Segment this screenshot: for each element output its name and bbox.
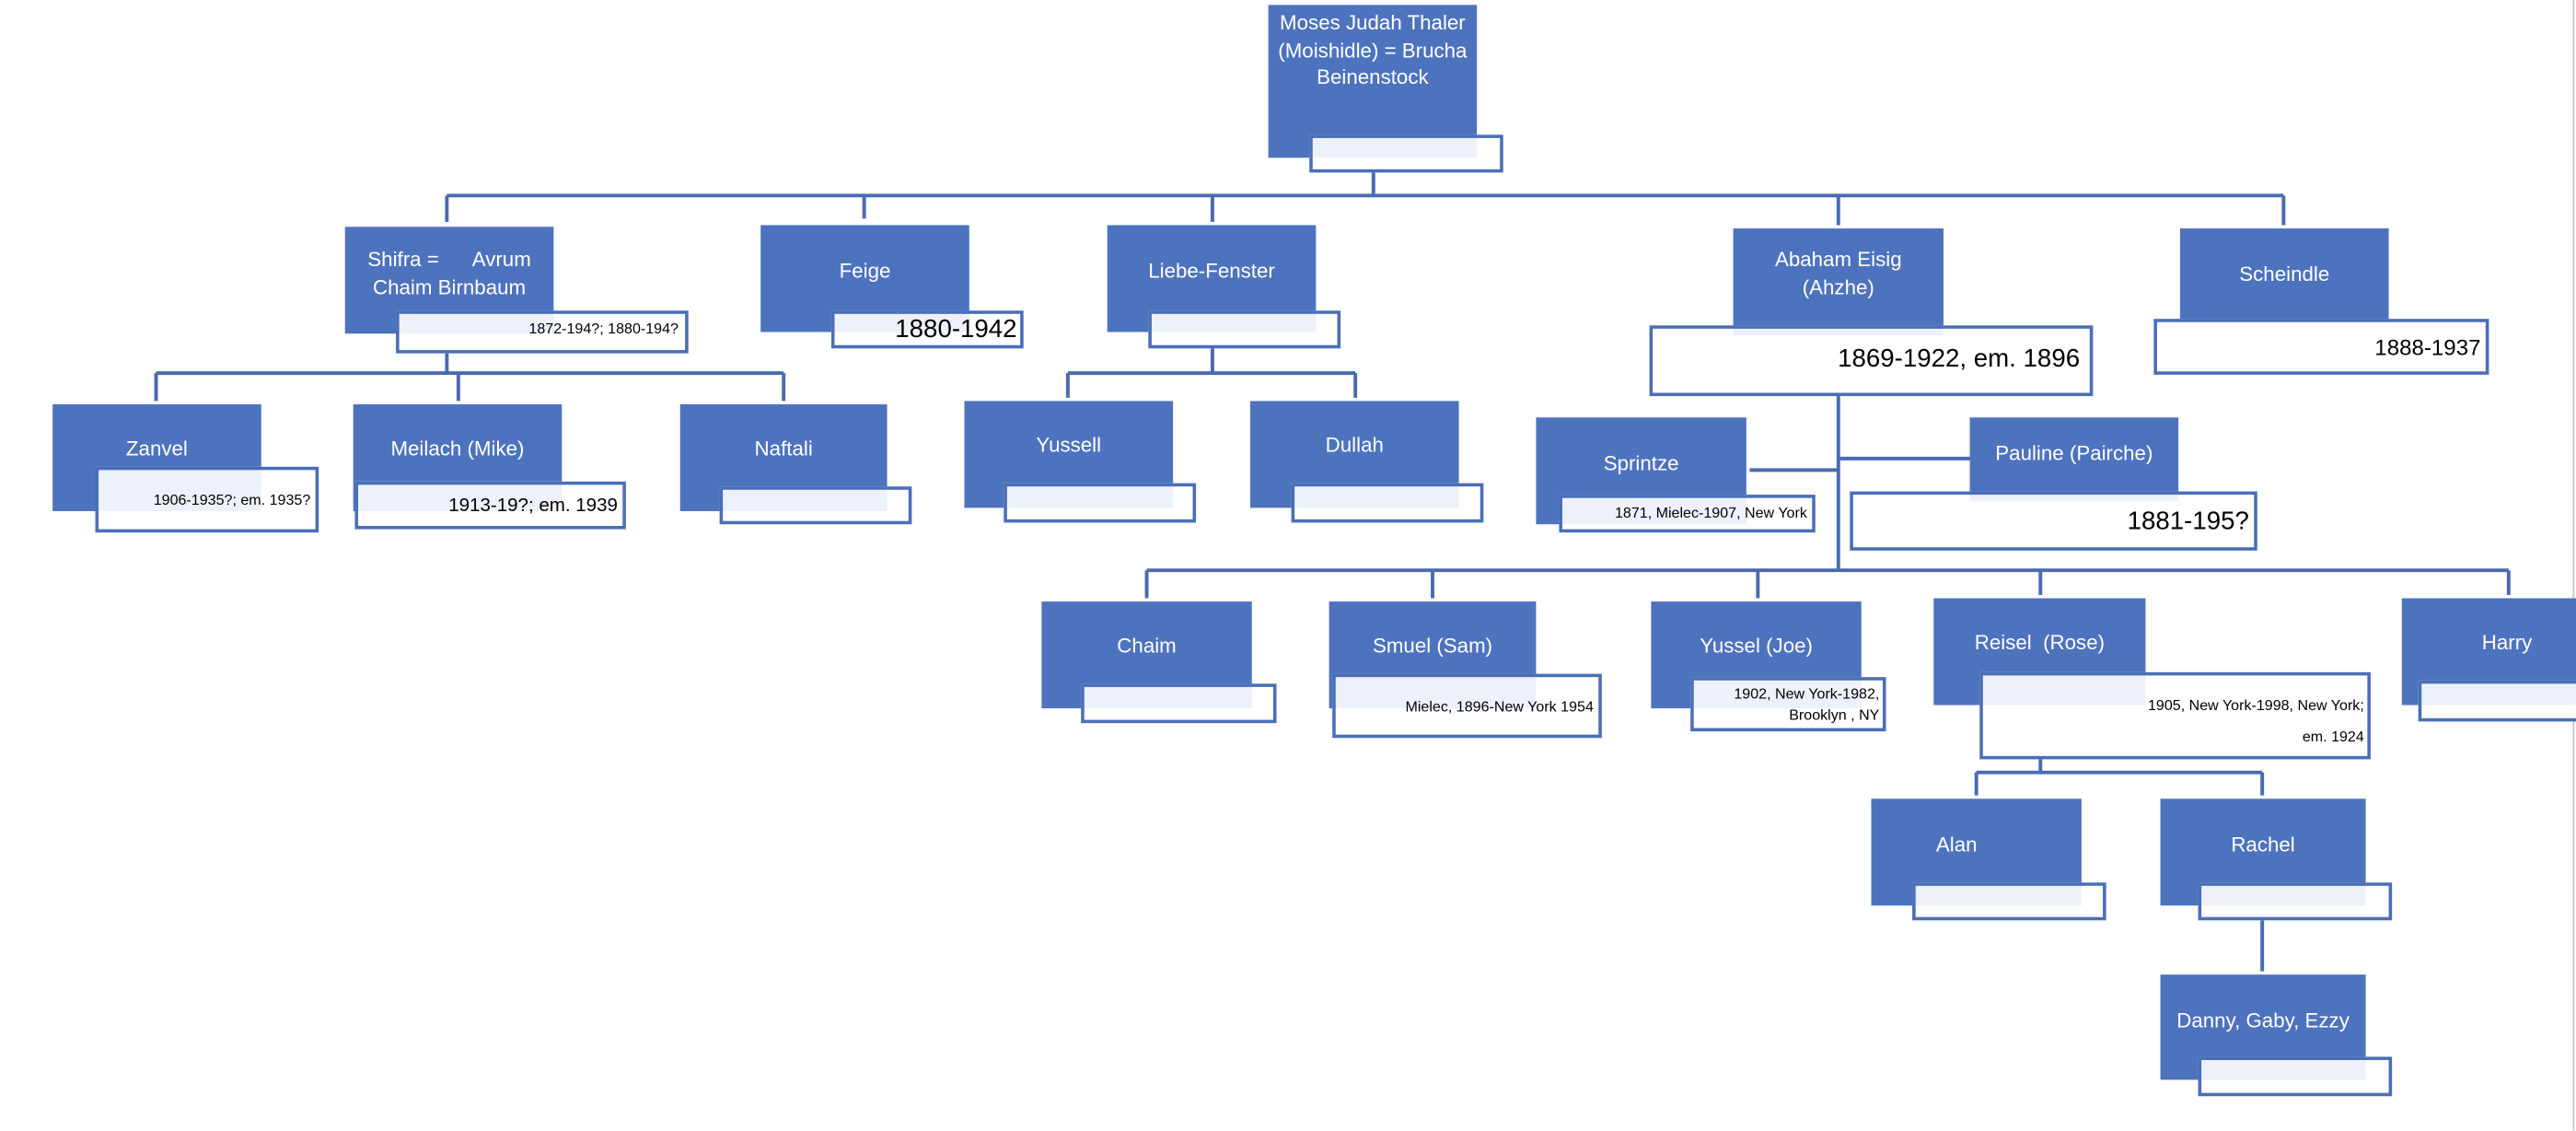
dates-box	[1081, 683, 1277, 724]
person-name: Abaham Eisig (Ahzhe)	[1774, 248, 1902, 298]
dates-box	[1309, 134, 1503, 173]
person-name: Naftali	[754, 437, 813, 461]
dates-box: Mielec, 1896-New York 1954	[1332, 673, 1602, 739]
person-dates: Mielec, 1896-New York 1954	[1405, 698, 1594, 716]
person-name: Sprintze	[1603, 451, 1679, 475]
person-name: Liebe-Fenster	[1148, 259, 1275, 283]
person-dates: 1872-194?; 1880-194?	[528, 320, 679, 337]
dates-box	[2198, 1056, 2393, 1097]
connector-reisel	[1974, 759, 2265, 796]
person-name: Smuel (Sam)	[1372, 634, 1493, 658]
person-name: Alan	[1935, 833, 1978, 857]
person-name: Reisel (Rose)	[1974, 631, 2106, 655]
dates-box	[2418, 680, 2576, 722]
dates-box: 1888-1937	[2153, 319, 2489, 375]
dates-box: 1906-1935?; em. 1935?	[95, 466, 319, 533]
person-dates: 1869-1922, em. 1896	[1838, 344, 2081, 374]
dates-box	[1912, 882, 2106, 921]
name-box: Abaham Eisig (Ahzhe)	[1733, 228, 1944, 336]
dates-box	[1148, 310, 1341, 349]
dates-box	[1004, 483, 1197, 523]
person-name: Meilach (Mike)	[390, 437, 525, 461]
person-dates: 1881-195?	[2127, 507, 2249, 536]
dates-box	[2198, 882, 2393, 921]
dates-box: 1913-19?; em. 1939	[354, 481, 626, 530]
dates-box: 1881-195?	[1850, 491, 2257, 551]
person-name: Scheindle	[2239, 262, 2330, 286]
person-dates: 1871, Mielec-1907, New York	[1614, 504, 1807, 521]
dates-box	[719, 486, 912, 525]
dates-box: 1871, Mielec-1907, New York	[1559, 495, 1816, 533]
connector-liebe	[1065, 348, 1358, 398]
person-name: Yussell	[1036, 434, 1102, 458]
person-name: Feige	[839, 259, 891, 283]
connector-shifra	[154, 353, 786, 402]
person-dates: 1906-1935?; em. 1935?	[153, 491, 311, 508]
person-name: Chaim	[1117, 634, 1177, 658]
person-name: Dullah	[1325, 434, 1384, 458]
window-edge	[2572, 0, 2575, 1131]
person-dates: 1902, New York-1982, Brooklyn , NY	[1734, 685, 1880, 724]
dates-box: 1880-1942	[830, 310, 1024, 349]
name-box: Pauline (Pairche)	[1969, 417, 2179, 502]
person-name: Zanvel	[125, 437, 188, 461]
person-name: Harry	[2481, 631, 2533, 655]
person-name: Moses Judah Thaler (Moishidle) = Brucha …	[1278, 11, 1473, 89]
name-box: Moses Judah Thaler (Moishidle) = Brucha …	[1268, 5, 1478, 158]
person-name: Yussel (Joe)	[1700, 634, 1813, 658]
name-box: Scheindle	[2179, 228, 2389, 322]
person-dates: 1905, New York-1998, New York; em. 1924	[2147, 696, 2364, 745]
person-dates: 1913-19?; em. 1939	[448, 496, 618, 517]
person-name: Rachel	[2231, 833, 2295, 857]
person-name: Shifra = Avrum Chaim Birnbaum	[367, 248, 531, 298]
connector-abaham	[1144, 396, 2511, 599]
dates-box: 1869-1922, em. 1896	[1649, 325, 2094, 397]
dates-box: 1902, New York-1982, Brooklyn , NY	[1690, 677, 1886, 732]
person-dates: 1888-1937	[2374, 335, 2481, 360]
person-name: Danny, Gaby, Ezzy	[2176, 1009, 2350, 1032]
connector-root	[445, 170, 2286, 226]
person-name: Pauline (Pairche)	[1995, 442, 2153, 465]
dates-box	[1291, 483, 1484, 523]
person-dates: 1880-1942	[895, 315, 1017, 344]
dates-box: 1905, New York-1998, New York; em. 1924	[1979, 671, 2371, 760]
dates-box: 1872-194?; 1880-194?	[396, 310, 689, 354]
